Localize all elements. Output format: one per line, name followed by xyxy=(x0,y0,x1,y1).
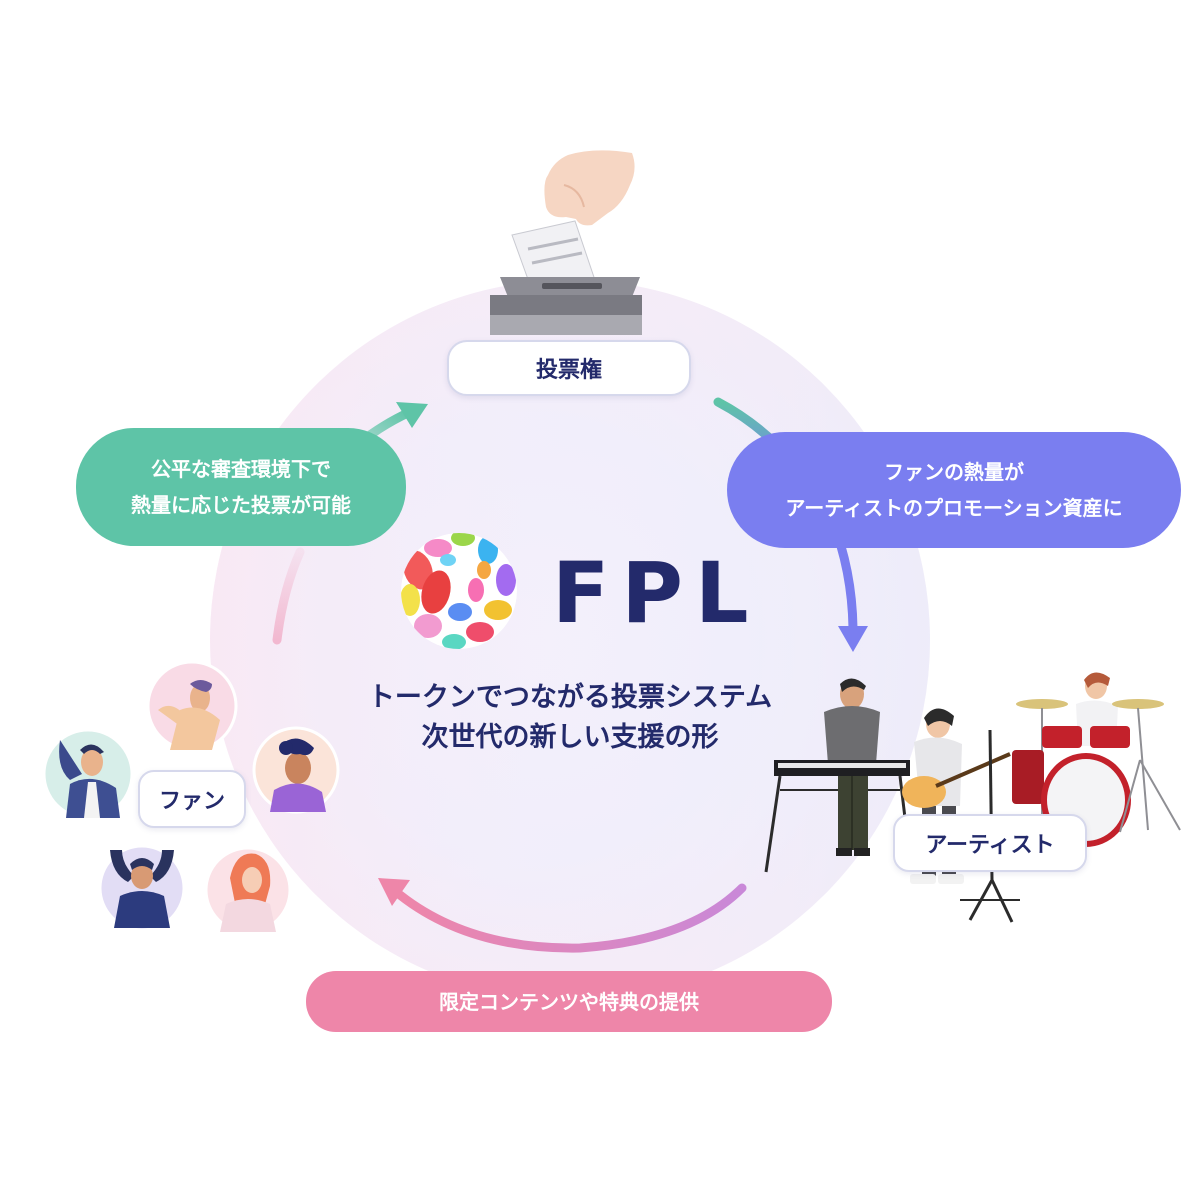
promotion-line-2: アーティストのプロモーション資産に xyxy=(785,496,1123,520)
vote-node-label: 投票権 xyxy=(447,340,691,396)
exclusive-content-message: 限定コンテンツや特典の提供 xyxy=(306,971,832,1032)
fan-node-label: ファン xyxy=(138,770,246,828)
promotion-line-1: ファンの熱量が xyxy=(883,460,1024,484)
promotion-message: ファンの熱量が アーティストのプロモーション資産に xyxy=(727,432,1181,548)
fan-avatar-1 xyxy=(146,660,238,752)
arrow-left-segment xyxy=(272,547,305,645)
artist-node-label: アーティスト xyxy=(893,814,1087,872)
fan-avatar-4 xyxy=(98,844,186,932)
tagline-line-1: トークンでつながる投票システム xyxy=(367,682,773,713)
band-illustration xyxy=(764,672,1181,923)
fpl-wordmark: FPL xyxy=(552,544,761,642)
fan-avatar-2 xyxy=(42,728,134,820)
fan-avatar-5 xyxy=(204,846,292,934)
fan-avatar-3 xyxy=(252,726,340,814)
fair-review-message: 公平な審査環境下で 熱量に応じた投票が可能 xyxy=(76,428,406,546)
tagline: トークンでつながる投票システム 次世代の新しい支援の形 xyxy=(310,678,830,758)
fair-review-line-2: 熱量に応じた投票が可能 xyxy=(131,493,351,517)
fair-review-line-1: 公平な審査環境下で xyxy=(151,457,331,481)
arrow-to-fan xyxy=(395,883,747,953)
ballot-box-illustration xyxy=(490,150,642,335)
fpl-logo-icon xyxy=(401,533,517,649)
fan-avatars xyxy=(42,660,340,934)
tagline-line-2: 次世代の新しい支援の形 xyxy=(421,722,719,753)
